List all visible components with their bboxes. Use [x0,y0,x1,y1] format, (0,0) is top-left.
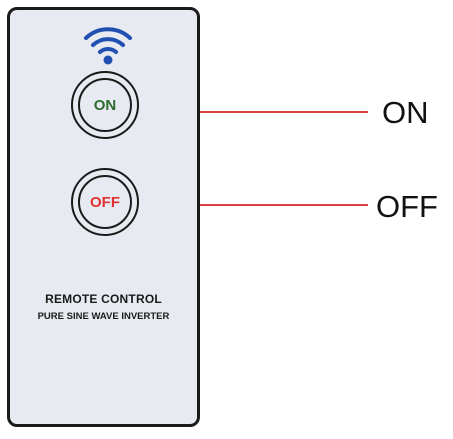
remote-title: REMOTE CONTROL [45,292,162,306]
remote-control: ON OFF REMOTE CONTROL PURE SINE WAVE INV… [7,7,200,427]
on-button-inner: ON [78,78,132,132]
off-button-label: OFF [90,193,120,211]
on-callout-label: ON [382,95,429,130]
off-callout-label: OFF [376,189,438,224]
off-button[interactable]: OFF [71,168,139,236]
off-callout-line [200,204,368,206]
remote-subtitle: PURE SINE WAVE INVERTER [37,311,170,322]
off-button-inner: OFF [78,175,132,229]
wifi-icon [84,27,132,65]
on-button-label: ON [93,96,117,114]
on-callout-line [200,111,368,113]
on-button[interactable]: ON [71,71,139,139]
